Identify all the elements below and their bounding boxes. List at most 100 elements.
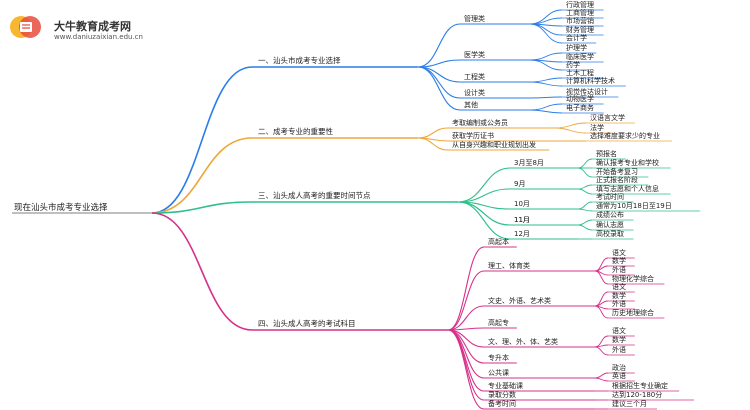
branch-4-child-2-leaf-4-connector — [594, 270, 609, 285]
branch-3-child-4-label: 11月 — [514, 216, 530, 224]
branch-4-child-5-leaf-1-label: 语文 — [612, 326, 626, 335]
branch-2-child-2-label: 获取学历证书 — [452, 131, 494, 140]
branch-3-child-1-leaf-3-label: 开始备考复习 — [596, 167, 638, 176]
branch-4-child-7-leaf-1-connector — [594, 372, 609, 379]
branch-3-child-2-label: 9月 — [514, 180, 525, 188]
branch-1-child-2-leaf-1-label: 护理学 — [566, 43, 587, 52]
branch-4-child-5-leaf-3-label: 外语 — [612, 345, 626, 354]
branch-1-child-5-leaf-2-label: 电子商务 — [566, 103, 594, 112]
branch-4-child-3-connector — [447, 305, 485, 331]
branch-2-child-1-leaf-2-label: 法学 — [590, 123, 604, 132]
branch-4-child-5-label: 文、理、外、体、艺类 — [488, 337, 558, 346]
branch-4-child-10-label: 备考时间 — [488, 399, 516, 408]
branch-1-child-3-label: 工程类 — [464, 72, 485, 81]
branch-3-child-1-label: 3月至8月 — [514, 159, 544, 167]
branch-4-child-4-label: 高起专 — [488, 318, 509, 327]
branch-1-child-5-leaf-2-connector — [529, 109, 563, 114]
branch-1-child-1-leaf-5-connector — [529, 23, 563, 44]
branch-4-child-8-label: 专业基础课 — [488, 381, 523, 390]
branch-4-child-7-leaf-2-label: 英语 — [612, 371, 626, 380]
branch-1-child-3-connector — [417, 66, 461, 83]
branch-4-child-3-leaf-2-label: 数学 — [612, 291, 626, 300]
branch-4-child-3-leaf-4-connector — [594, 305, 609, 319]
branch-1-child-3-leaf-1-label: 土木工程 — [566, 68, 594, 77]
branch-2-label: 二、成考专业的重要性 — [258, 126, 333, 136]
branch-3-child-3-leaf-2-label: 通常为10月18日至19日 — [596, 201, 672, 210]
branch-3-child-2-leaf-2-connector — [577, 188, 593, 195]
branch-1-child-1-leaf-1-label: 行政管理 — [566, 0, 594, 9]
branch-4-child-5-leaf-3-connector — [594, 346, 609, 356]
branch-4-child-2-leaf-3-label: 外语 — [612, 265, 626, 274]
branch-3-child-4-leaf-1-label: 成绩公布 — [596, 210, 624, 219]
logo-title: 大牛教育成考网 — [54, 20, 131, 33]
branch-4-child-3-label: 文史、外语、艺术类 — [488, 296, 551, 305]
branch-4-child-8-leaf-1-label: 根据招生专业确定 — [612, 381, 668, 390]
branch-2-child-2-leaf-1-label: 选择难度要求少的专业 — [590, 131, 660, 140]
branch-4-child-2-leaf-4-label: 物理化学综合 — [612, 274, 654, 283]
branch-4-child-6-label: 专升本 — [488, 353, 509, 362]
branch-3-child-1-leaf-1-label: 预报名 — [596, 149, 617, 158]
branch-1-child-4-connector — [417, 66, 461, 99]
branch-3-child-6-connector — [457, 201, 511, 240]
branch-4-child-10-connector — [447, 329, 485, 410]
branch-3-child-2-leaf-2-label: 填写志愿和个人信息 — [596, 184, 659, 193]
branch-1-child-3-leaf-2-connector — [529, 81, 563, 87]
branch-2-child-1-label: 考取编制或公务员 — [452, 118, 508, 127]
branch-1-label: 一、汕头市成考专业选择 — [258, 55, 341, 65]
branch-1-child-1-leaf-1-connector — [529, 9, 563, 25]
branch-1-child-1-leaf-4-label: 财务管理 — [566, 25, 594, 34]
branch-1-child-1-label: 管理类 — [464, 14, 485, 23]
branch-3-child-5-label: 11月 — [514, 216, 530, 224]
branch-1-child-5-connector — [417, 66, 461, 111]
branch-4-child-1-connector — [447, 246, 485, 331]
branch-4-label: 四、汕头成人高考的考试科目 — [258, 318, 356, 328]
branch-3-child-3-leaf-1-connector — [577, 201, 593, 210]
branch-1-child-1-connector — [417, 23, 461, 68]
branch-1-child-5-leaf-1-connector — [529, 103, 563, 111]
branch-4-child-2-connector — [447, 270, 485, 331]
branch-1-connector — [151, 66, 253, 214]
branch-1-child-4-leaf-1-connector — [529, 96, 563, 99]
branch-4-child-2-leaf-1-label: 语文 — [612, 248, 626, 257]
branch-4-child-1-label: 高起本 — [488, 237, 509, 246]
branch-3-child-3-leaf-1-label: 考试时间 — [596, 192, 624, 201]
branch-1-child-5-label: 其他 — [464, 100, 478, 109]
branch-2-child-1-connector — [417, 127, 449, 139]
branch-3-child-2-leaf-1-connector — [577, 184, 593, 190]
branch-3-child-5-leaf-1-connector — [577, 224, 593, 231]
branch-4-child-10-leaf-1-label: 建议三个月 — [612, 399, 647, 408]
branch-4-child-3-leaf-1-label: 语文 — [612, 282, 626, 291]
branch-3-child-2-leaf-1-label: 正式报名阶段 — [596, 175, 638, 184]
branch-3-child-5-leaf-1-label: 确认志愿 — [596, 220, 624, 229]
branch-4-child-5-leaf-2-label: 数学 — [612, 335, 626, 344]
branch-1-child-2-leaf-3-connector — [529, 59, 563, 71]
branch-1-child-2-leaf-2-label: 临床医学 — [566, 52, 594, 61]
branch-3-connector — [151, 201, 253, 214]
branch-1-child-1-leaf-3-label: 市场营销 — [566, 16, 594, 25]
branch-3-child-6-label: 12月 — [514, 230, 530, 238]
branch-1-child-3-leaf-1-connector — [529, 77, 563, 83]
branch-4-child-3-leaf-3-label: 外语 — [612, 299, 626, 308]
branch-4-child-7-leaf-1-label: 政治 — [612, 363, 626, 372]
branch-4-connector — [151, 212, 253, 331]
branch-4-child-9-leaf-1-label: 达到120-180分 — [612, 390, 662, 399]
branch-2-child-1-leaf-1-label: 汉语言文学 — [590, 113, 625, 122]
branch-3-child-6-leaf-1-label: 高校录取 — [596, 229, 624, 238]
branch-3-child-3-leaf-2-connector — [577, 208, 593, 212]
branch-4-child-7-leaf-2-connector — [594, 377, 609, 382]
branch-4-child-2-label: 理工、体育类 — [488, 261, 530, 270]
branch-1-child-4-leaf-1-label: 视觉传达设计 — [566, 87, 608, 96]
branch-3-child-3-label: 10月 — [514, 200, 530, 208]
branch-1-child-1-leaf-2-label: 工商管理 — [566, 8, 594, 17]
logo-url: www.daniuzaixian.edu.cn — [54, 33, 143, 41]
branch-1-child-4-label: 设计类 — [464, 88, 485, 97]
branch-2-child-1-leaf-1-connector — [554, 122, 587, 129]
branch-3-child-1-leaf-3-connector — [577, 167, 593, 178]
branch-4-child-3-leaf-4-label: 历史地理综合 — [612, 308, 654, 317]
branch-3-child-4-leaf-1-connector — [577, 219, 593, 226]
logo-icon — [8, 14, 46, 40]
branch-2-child-3-label: 从自身兴趣和职业规划出发 — [452, 140, 536, 149]
branch-2-child-3-connector — [417, 137, 449, 151]
